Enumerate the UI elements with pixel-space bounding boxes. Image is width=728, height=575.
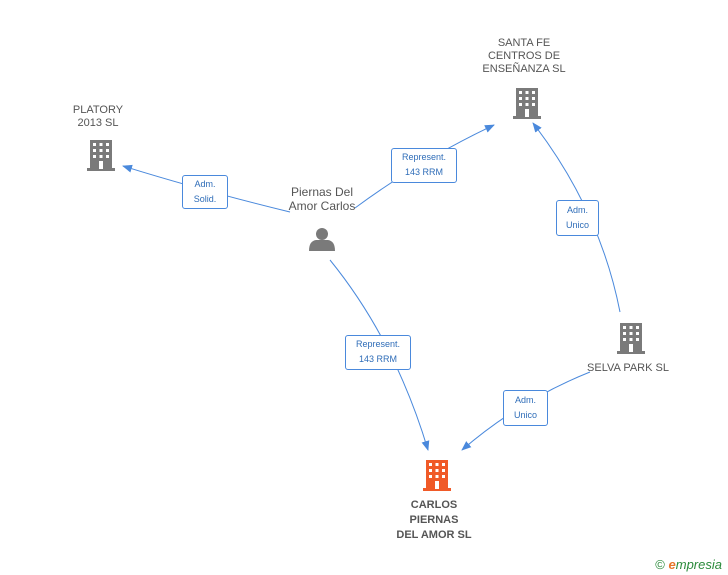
building-icon[interactable]	[87, 140, 115, 171]
node-name-line: PIERNAS	[409, 514, 459, 526]
edge-label-represent-carlos[interactable]: Represent. 143 RRM	[345, 335, 411, 370]
node-name-line: SANTA FE	[497, 37, 551, 49]
node-name-line: Piernas Del	[290, 185, 354, 199]
empresia-logo-text: mpresia	[675, 557, 722, 572]
node-name-line: 2013 SL	[77, 117, 119, 129]
building-icon[interactable]	[423, 460, 451, 491]
node-name-line: SELVA PARK SL	[587, 362, 669, 374]
node-name-line: ENSEÑANZA SL	[482, 63, 566, 75]
person-icon[interactable]	[309, 228, 335, 251]
edge-label-line: Represent.	[355, 339, 401, 349]
edge-label-line: Solid.	[193, 194, 217, 204]
empresia-watermark: © empresia	[655, 557, 722, 572]
edge-label-line: Adm.	[514, 395, 536, 405]
node-name-line: DEL AMOR SL	[396, 529, 472, 541]
edge-label-adm-unico-carlos[interactable]: Adm. Unico	[503, 390, 548, 426]
building-icon[interactable]	[617, 323, 645, 354]
empresia-logo-initial: e	[668, 557, 676, 572]
edge-label-line: Adm.	[194, 179, 216, 189]
edge-label-line: Unico	[513, 410, 537, 420]
node-platory-label[interactable]: PLATORY 2013 SL	[58, 104, 138, 130]
building-icon[interactable]	[513, 88, 541, 119]
node-name-line: PLATORY	[72, 104, 124, 116]
node-name-line: Amor Carlos	[288, 199, 356, 213]
edge-label-line: Represent.	[401, 152, 447, 162]
node-name-line: CARLOS	[410, 499, 458, 511]
edge-label-represent-santa-fe[interactable]: Represent. 143 RRM	[391, 148, 457, 183]
node-carlos-piernas-label[interactable]: CARLOS PIERNAS DEL AMOR SL	[384, 498, 484, 543]
edge-label-line: 143 RRM	[358, 354, 397, 364]
copyright-symbol: ©	[655, 557, 665, 572]
edge-label-line: 143 RRM	[404, 167, 443, 177]
edge-label-adm-unico-santa-fe[interactable]: Adm. Unico	[556, 200, 599, 236]
node-name-line: CENTROS DE	[487, 50, 561, 62]
node-selva-park-label[interactable]: SELVA PARK SL	[578, 362, 678, 375]
edge-label-adm-solid[interactable]: Adm. Solid.	[182, 175, 228, 209]
edge-label-line: Adm.	[566, 205, 588, 215]
node-person-label[interactable]: Piernas Del Amor Carlos	[272, 185, 372, 213]
edge-label-line: Unico	[565, 220, 589, 230]
node-santa-fe-label[interactable]: SANTA FE CENTROS DE ENSEÑANZA SL	[464, 37, 584, 76]
